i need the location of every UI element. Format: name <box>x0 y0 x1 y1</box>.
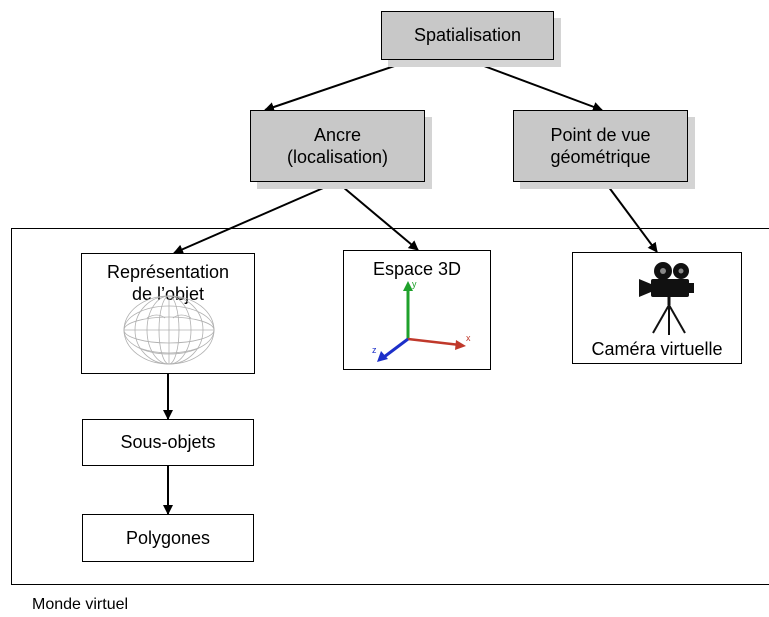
virtual-world-caption: Monde virtuel <box>32 596 129 613</box>
wireframe-head-icon <box>123 295 215 365</box>
node-sous-objets: Sous-objets <box>82 419 254 466</box>
node-sous-objets-label: Sous-objets <box>120 432 216 453</box>
node-spatialisation-label: Spatialisation <box>413 25 522 46</box>
node-ancre: Ancre (localisation) <box>250 110 425 182</box>
node-polygones-label: Polygones <box>125 527 211 548</box>
film-camera-icon <box>639 262 694 335</box>
node-camera: Caméra virtuelle <box>572 252 742 364</box>
axis-label-z: z <box>372 345 377 355</box>
arrow-point-de-vue-camera <box>604 181 658 253</box>
virtual-world-frame <box>11 228 769 585</box>
node-spatialisation: Spatialisation <box>381 11 554 60</box>
node-point-de-vue-label: Point de vue géométrique <box>550 124 651 168</box>
node-point-de-vue: Point de vue géométrique <box>513 110 688 182</box>
node-camera-label: Caméra virtuelle <box>591 339 723 359</box>
axis-label-x: x <box>466 333 471 343</box>
axis-label-y: y <box>412 279 417 289</box>
arrow-ancre-espace3d <box>336 181 419 251</box>
node-espace3d: Espace 3D y x z <box>343 250 491 370</box>
arrow-spatialisation-ancre <box>264 59 413 112</box>
arrow-ancre-representation <box>173 181 338 254</box>
node-ancre-label: Ancre (localisation) <box>286 124 389 168</box>
node-espace3d-label: Espace 3D <box>372 259 462 279</box>
node-polygones: Polygones <box>82 514 254 562</box>
axes-3d-icon: y x z <box>372 279 471 362</box>
arrow-spatialisation-point-de-vue <box>467 59 603 112</box>
node-representation: Représentation de l’objet <box>81 253 255 374</box>
